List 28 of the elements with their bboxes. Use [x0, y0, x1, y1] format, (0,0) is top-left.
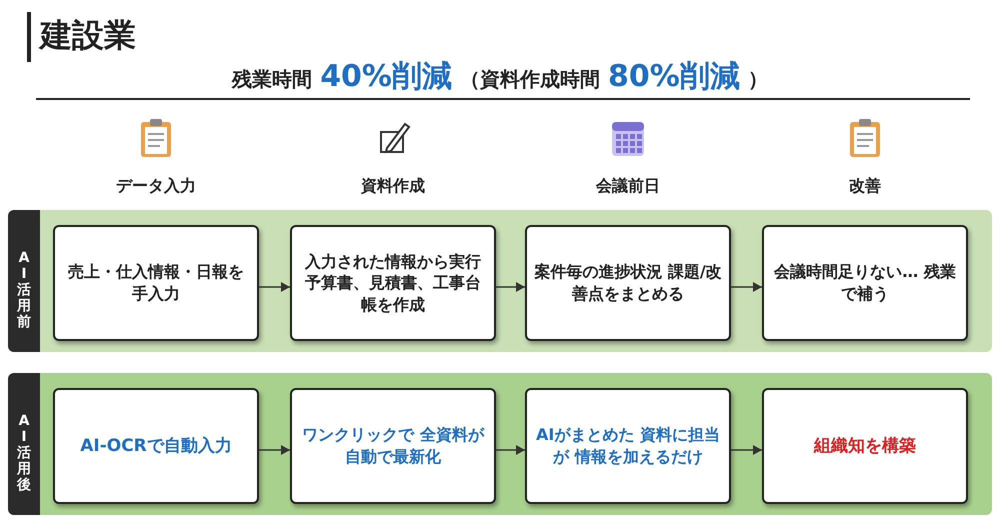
chevron-arrow	[731, 282, 762, 292]
highlight-figure: 80%削減	[608, 59, 740, 94]
chevron-arrow	[496, 445, 525, 455]
chevron-arrow	[731, 445, 762, 455]
highlight-figure: 40%削減	[320, 59, 452, 94]
chevron-arrow	[259, 282, 290, 292]
row-label: AI活用後	[16, 413, 32, 493]
subtitle-text: ）	[748, 67, 768, 91]
column-heading: 改善	[848, 176, 882, 197]
row-label: AI活用前	[16, 250, 32, 330]
title: 建設業	[40, 15, 136, 56]
row-band	[8, 373, 992, 515]
step-box: ワンクリックで 全資料が自動で最新化	[290, 388, 496, 504]
column-heading: 資料作成	[360, 176, 426, 197]
column-heading: 会議前日	[594, 176, 661, 197]
step-box: 会議時間足りない… 残業で補う	[762, 225, 968, 341]
column-heading: データ入力	[115, 176, 197, 197]
chevron-arrow	[496, 282, 525, 292]
subtitle-text: （資料作成時間	[460, 67, 600, 91]
step-box: 案件毎の進捗状況 課題/改善点をまとめる	[525, 225, 731, 341]
row-band	[8, 210, 992, 352]
step-box: 組織知を構築	[762, 388, 968, 504]
step-box: AI-OCRで自動入力	[53, 388, 259, 504]
step-box: 売上・仕入情報・日報を手入力	[53, 225, 259, 341]
step-box: AIがまとめた 資料に担当が 情報を加えるだけ	[525, 388, 731, 504]
subtitle-text: 残業時間	[232, 67, 312, 91]
chevron-arrow	[259, 445, 290, 455]
step-box: 入力された情報から実行予算書、見積書、工事台帳を作成	[290, 225, 496, 341]
